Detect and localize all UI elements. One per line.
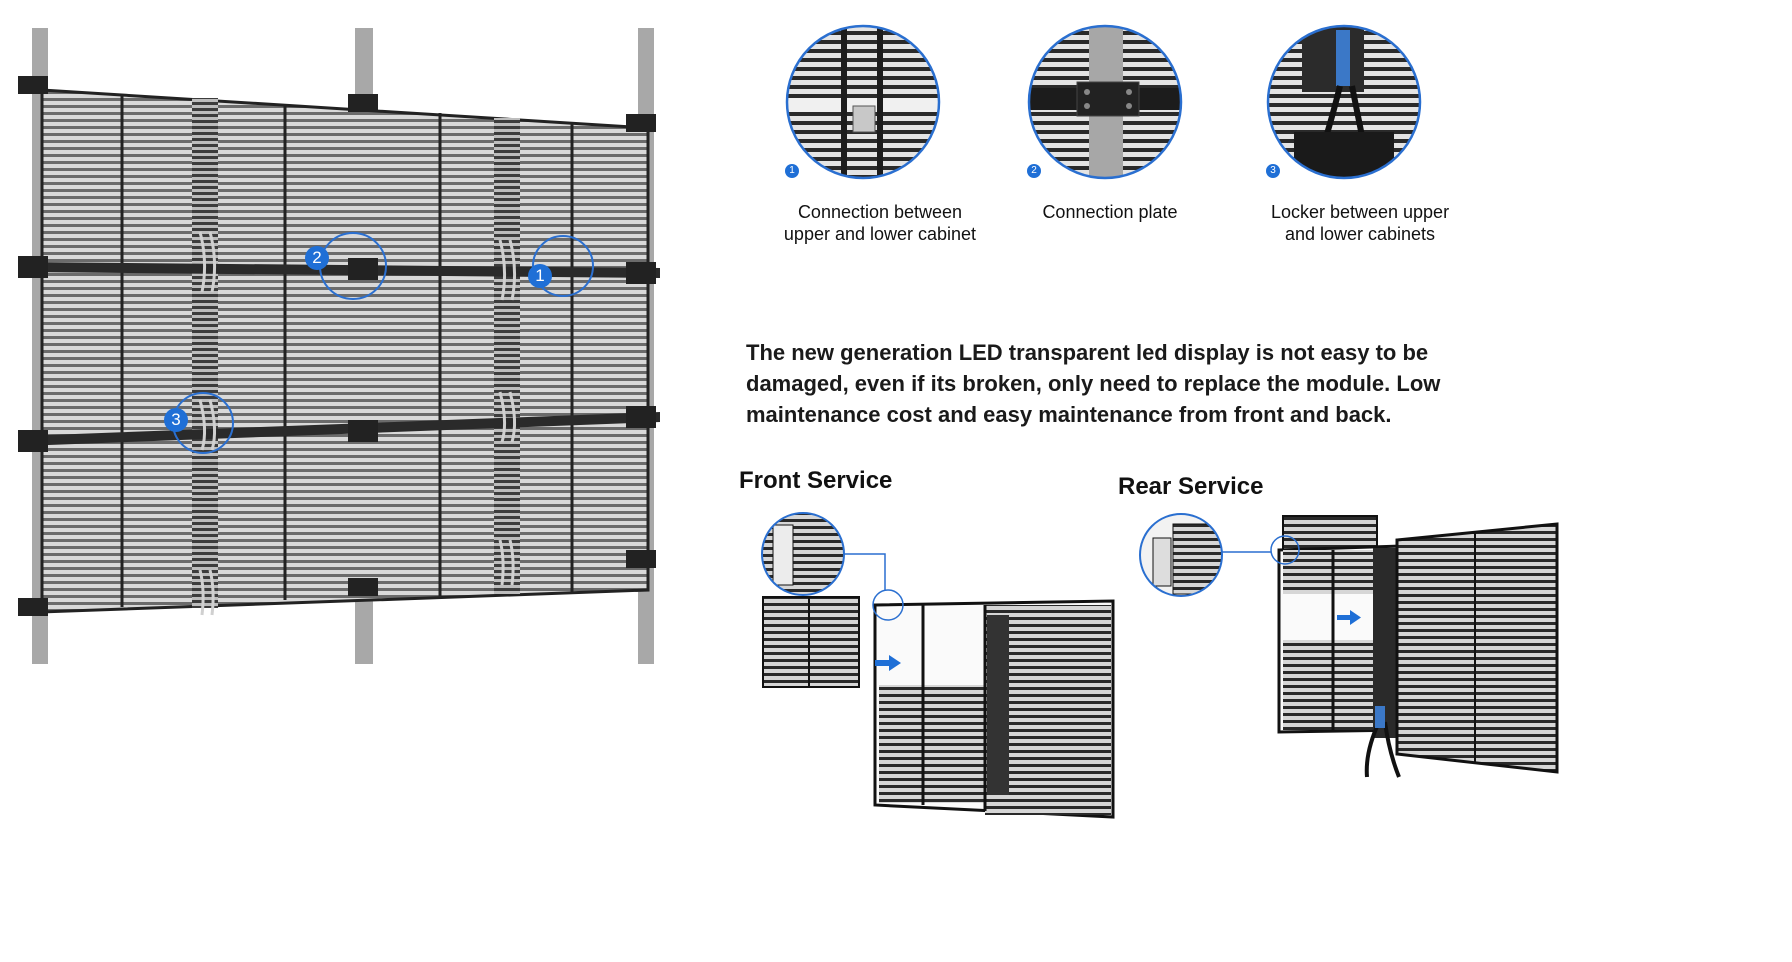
rear-service-illustration (1135, 510, 1565, 785)
detail-2-caption: Connection plate (1000, 201, 1220, 223)
arrow-right-icon (1337, 610, 1361, 625)
horizontal-rail (22, 262, 660, 278)
description-line1: The new generation LED transparent led d… (746, 340, 1429, 365)
marker-1-badge: 1 (528, 264, 552, 288)
description-paragraph: The new generation LED transparent led d… (746, 337, 1746, 430)
led-wall-drawing (18, 28, 660, 664)
detail-2-closeup: 2 (1025, 22, 1185, 182)
led-screen-panel (40, 88, 650, 614)
horizontal-rail (22, 412, 660, 446)
detail-1-closeup: 1 (783, 22, 943, 182)
marker-2-badge: 2 (305, 246, 329, 270)
arrow-right-icon (875, 655, 901, 671)
marker-3-badge: 3 (164, 408, 188, 432)
detail-3-closeup: 3 (1264, 22, 1424, 182)
description-line3: maintenance cost and easy maintenance fr… (746, 402, 1392, 427)
detail-2-number-badge: 2 (1027, 164, 1041, 178)
main-led-wall-illustration: 2 1 3 (0, 0, 690, 700)
detail-1-caption-line1: Connection between (797, 202, 963, 222)
front-service-illustration (755, 505, 1135, 835)
rear-service-title: Rear Service (1118, 473, 1264, 500)
description-line2: damaged, even if its broken, only need t… (746, 371, 1441, 396)
detail-3-number-badge: 3 (1266, 164, 1280, 178)
control-box-column (494, 118, 520, 594)
detail-1-caption: Connection between upper and lower cabin… (770, 201, 990, 245)
removed-module (762, 596, 860, 688)
detail-3-caption-line1: Locker between upper (1270, 202, 1450, 222)
front-service-title: Front Service (739, 467, 893, 494)
detail-1-number-badge: 1 (785, 164, 799, 178)
detail-3-caption: Locker between upper and lower cabinets (1250, 201, 1470, 245)
detail-3-caption-line2: and lower cabinets (1284, 224, 1436, 244)
detail-2-caption-line1: Connection plate (1042, 202, 1178, 222)
detail-1-caption-line2: upper and lower cabinet (783, 224, 977, 244)
control-box-column (192, 98, 218, 608)
rear-door-open (1395, 522, 1559, 774)
